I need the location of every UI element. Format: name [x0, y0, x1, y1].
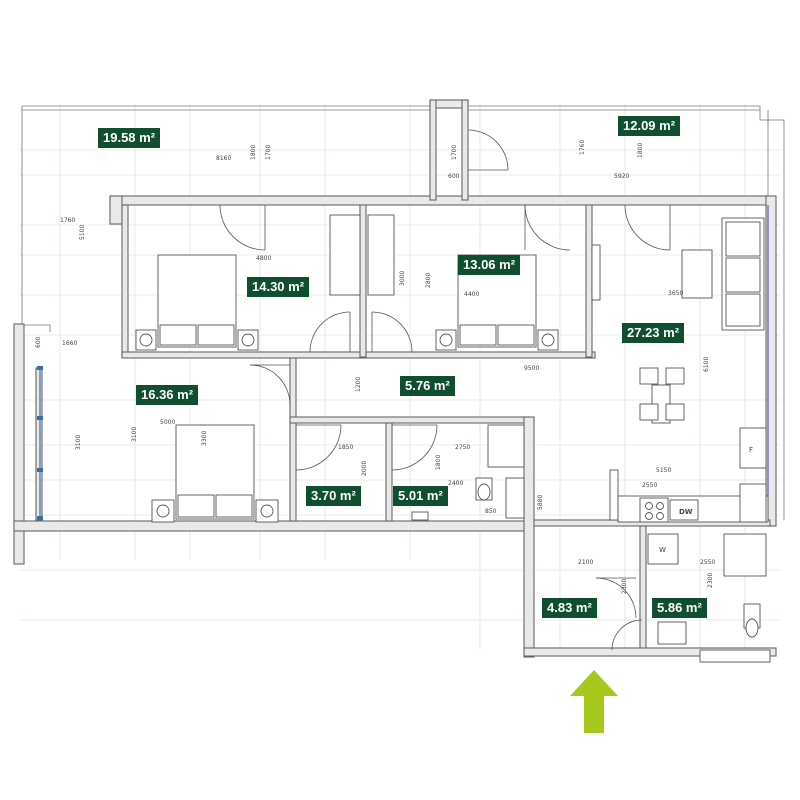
area-label-terrace-east: 12.09 m²: [618, 116, 681, 136]
dimension-label: 3300: [201, 431, 208, 446]
wardrobe-middle: [367, 214, 395, 296]
area-label-bedroom-middle: 13.06 m²: [458, 255, 521, 275]
kitchen-counter: [609, 427, 769, 523]
dimension-label: 1760: [579, 140, 586, 155]
dimension-label: 2550: [700, 559, 715, 566]
dimension-label: 2400: [448, 480, 463, 487]
dimension-label: 1760: [60, 217, 75, 224]
terrace-outline: [21, 105, 785, 520]
dimension-label: 600: [35, 336, 42, 348]
dimension-label: 600: [448, 173, 460, 180]
area-label-bathroom-2: 5.01 m²: [393, 486, 448, 506]
area-label-living-kitchen: 27.23 m²: [622, 323, 685, 343]
dimension-label: 4800: [256, 255, 271, 262]
fridge-label: F: [749, 446, 753, 454]
bed-west: [151, 424, 279, 523]
area-label-terrace-west: 19.58 m²: [98, 128, 161, 148]
dimension-label: 1200: [355, 377, 362, 392]
wardrobe-north: [329, 214, 361, 296]
dimension-label: 2100: [578, 559, 593, 566]
area-label-bathroom-1: 3.70 m²: [306, 486, 361, 506]
dimension-label: 3000: [399, 271, 406, 286]
dimension-label: 5150: [656, 467, 671, 474]
bathroom-fixtures: [411, 424, 771, 663]
dimension-label: 2000: [361, 461, 368, 476]
doors: [219, 129, 671, 651]
walls: [13, 99, 777, 658]
entrance-arrow-icon: [570, 670, 618, 733]
dimension-label: 1800: [250, 145, 257, 160]
dimension-label: 6100: [703, 357, 710, 372]
dimension-label: 850: [485, 508, 497, 515]
area-label-bathroom-3: 5.86 m²: [652, 598, 707, 618]
dimension-label: 9500: [524, 365, 539, 372]
dimension-label: 5920: [614, 173, 629, 180]
dining-table: [639, 367, 685, 424]
dimension-label: 1800: [637, 143, 644, 158]
dimension-label: 1700: [451, 145, 458, 160]
sofa: [721, 217, 765, 331]
dimension-label: 2800: [425, 273, 432, 288]
area-label-corridor: 5.76 m²: [400, 376, 455, 396]
dimension-label: 1660: [62, 340, 77, 347]
window-west: [37, 205, 769, 520]
dimension-labels: 8160 1800 1700 1760 5100 1700 600 1760 1…: [35, 140, 715, 594]
bed-north: [135, 254, 259, 351]
dimension-label: 5100: [79, 225, 86, 240]
dimension-label: 1700: [265, 145, 272, 160]
dimension-label: 4400: [464, 291, 479, 298]
dimension-label: 2300: [707, 573, 714, 588]
dimension-label: 3100: [75, 435, 82, 450]
dimension-label: 8160: [216, 155, 231, 162]
area-label-bedroom-west: 16.36 m²: [136, 385, 199, 405]
dimension-label: 2300: [621, 579, 628, 594]
area-label-bedroom-north: 14.30 m²: [247, 277, 310, 297]
dimension-label: 2750: [455, 444, 470, 451]
dimension-label: 5000: [160, 419, 175, 426]
tv-unit: [591, 244, 601, 301]
area-label-hall: 4.83 m²: [542, 598, 597, 618]
dimension-label: 3650: [668, 290, 683, 297]
washer-label: W: [659, 546, 666, 554]
coffee-table: [681, 249, 713, 299]
dimension-label: 5880: [537, 495, 544, 510]
furniture: [135, 214, 771, 663]
dimension-label: 2550: [642, 482, 657, 489]
dishwasher-label: DW: [679, 508, 693, 516]
dimension-label: 3100: [131, 427, 138, 442]
dimension-label: 1850: [338, 444, 353, 451]
dimension-label: 1800: [435, 455, 442, 470]
